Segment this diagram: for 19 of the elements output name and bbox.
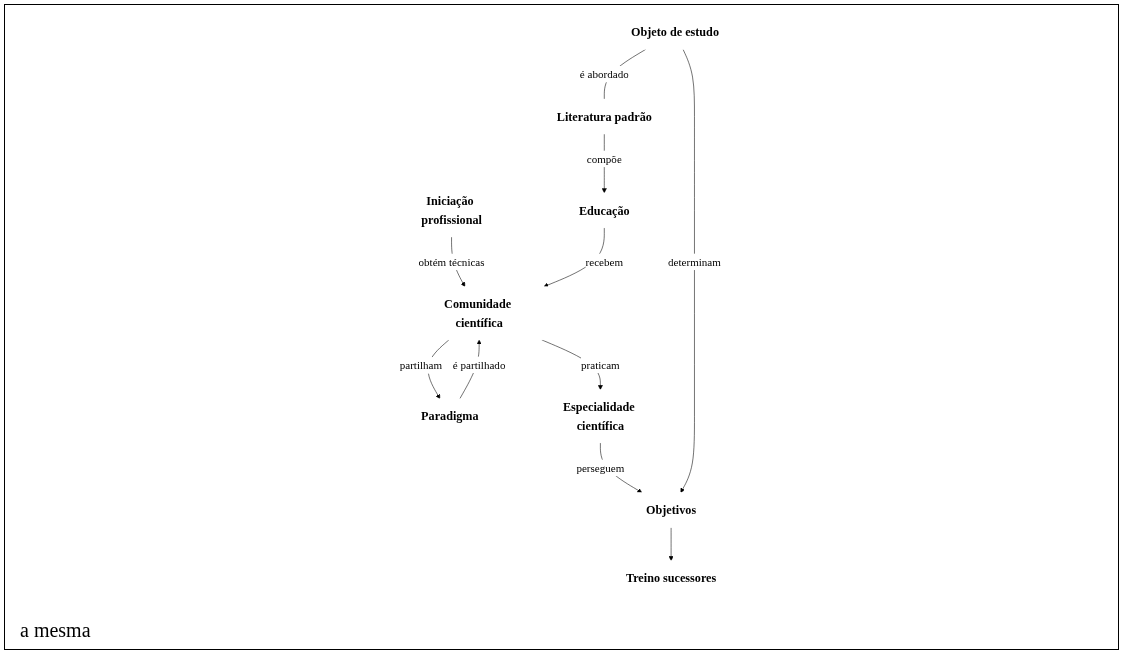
edge-label: determinam xyxy=(667,255,721,268)
node-text: Objeto de estudo xyxy=(630,24,719,39)
edge-label: praticam xyxy=(580,358,620,371)
edge-label: é partilhado xyxy=(452,358,506,371)
node-text: Treino sucessores xyxy=(625,571,717,586)
node-text: Iniciação profissional xyxy=(421,194,482,227)
edge-label: recebem xyxy=(585,255,623,268)
edge-label: perseguem xyxy=(576,461,625,474)
node-text: Objetivos xyxy=(645,503,697,517)
node-text: Paradigma xyxy=(421,409,479,424)
node-text: Literatura padrão xyxy=(556,109,652,124)
edge-label: obtém técnicas xyxy=(418,255,485,268)
note-text: a mesma xyxy=(20,619,91,642)
edge-label: partilham xyxy=(399,359,443,372)
edge-label: compõe xyxy=(586,152,622,165)
edge-label: é abordado xyxy=(579,68,629,81)
node-text: Especialidade científica xyxy=(562,400,635,433)
node-text: Educação xyxy=(578,203,630,218)
node-text: Comunidade científica xyxy=(444,297,512,330)
